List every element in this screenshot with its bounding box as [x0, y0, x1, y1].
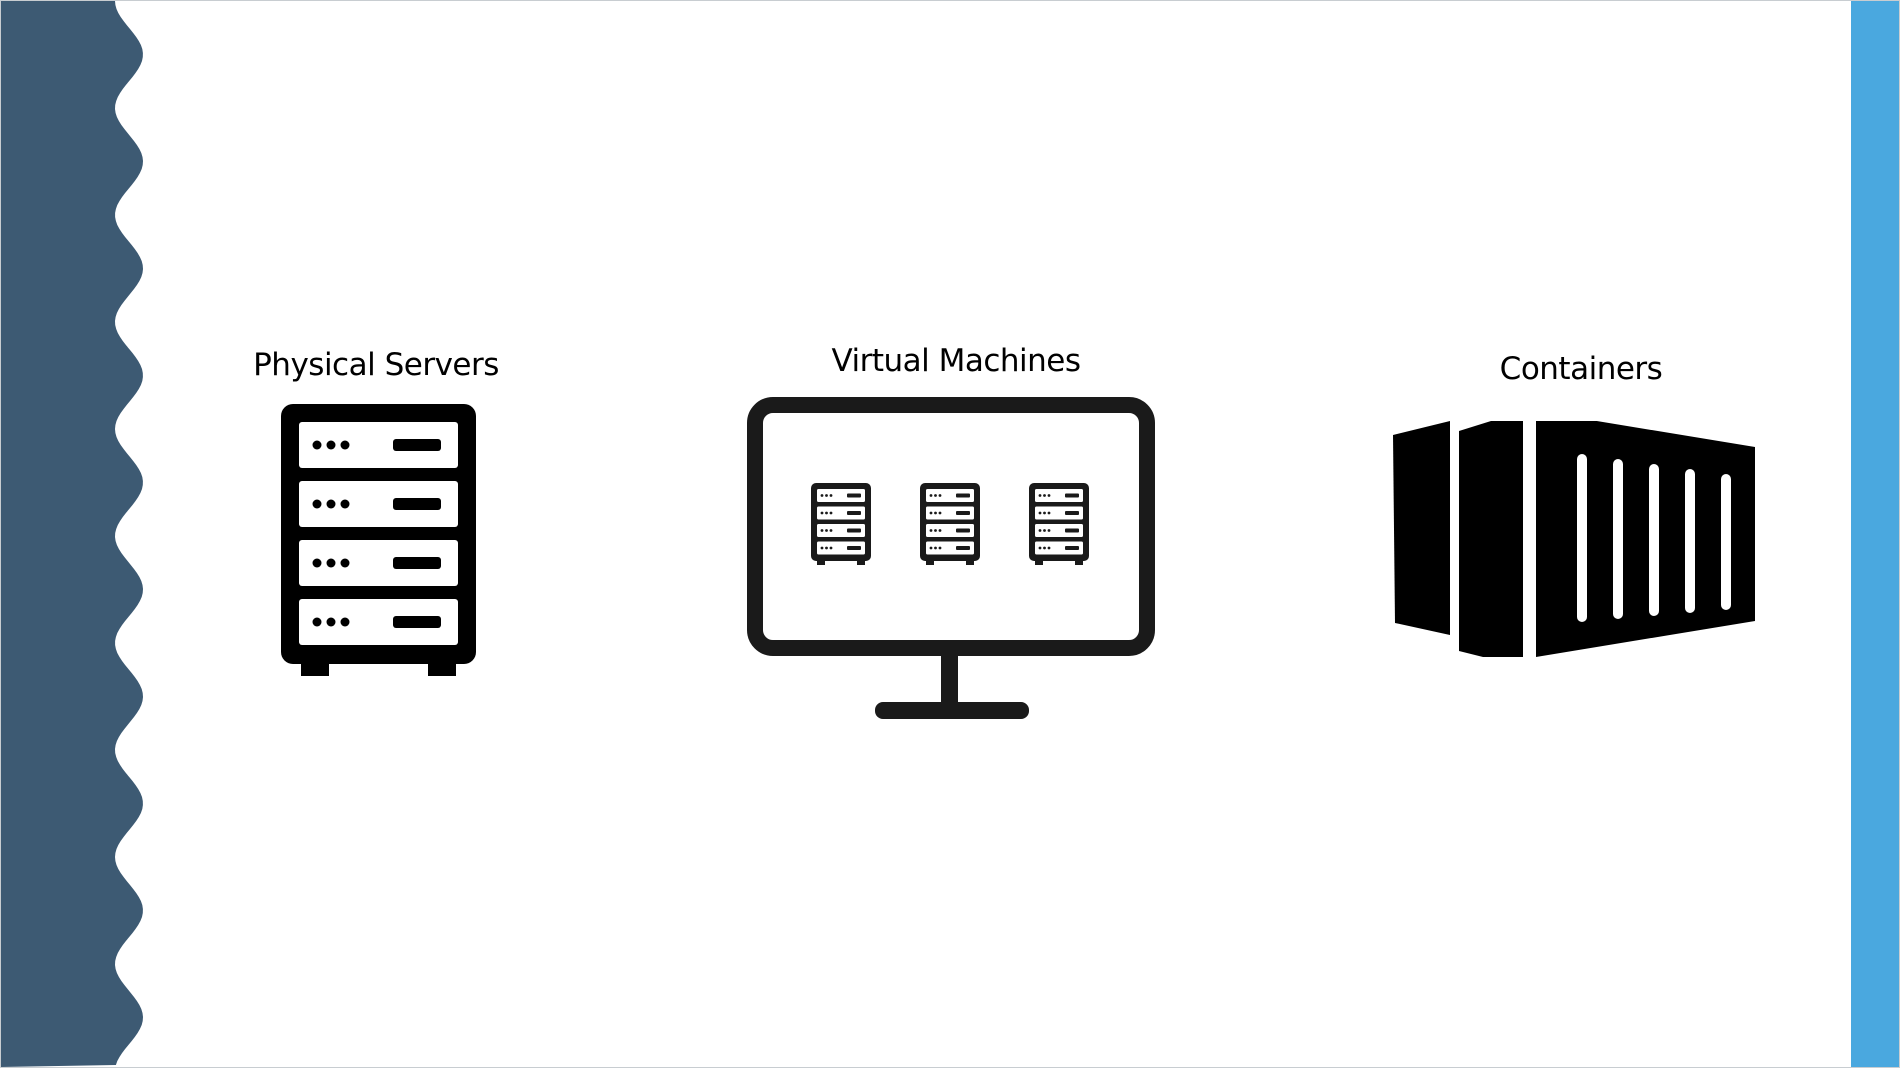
physical-servers-label: Physical Servers [253, 347, 499, 383]
shipping-container-icon [1393, 421, 1755, 657]
right-accent-stripe [1851, 1, 1899, 1067]
wave-band-decoration [1, 1, 143, 1067]
server-rack-icon [281, 404, 476, 676]
mini-server-icon [1029, 483, 1089, 565]
monitor-with-servers-icon [747, 397, 1155, 719]
virtual-machines-label: Virtual Machines [831, 343, 1081, 379]
mini-server-icon [811, 483, 871, 565]
mini-server-icon [920, 483, 980, 565]
containers-label: Containers [1499, 351, 1663, 387]
